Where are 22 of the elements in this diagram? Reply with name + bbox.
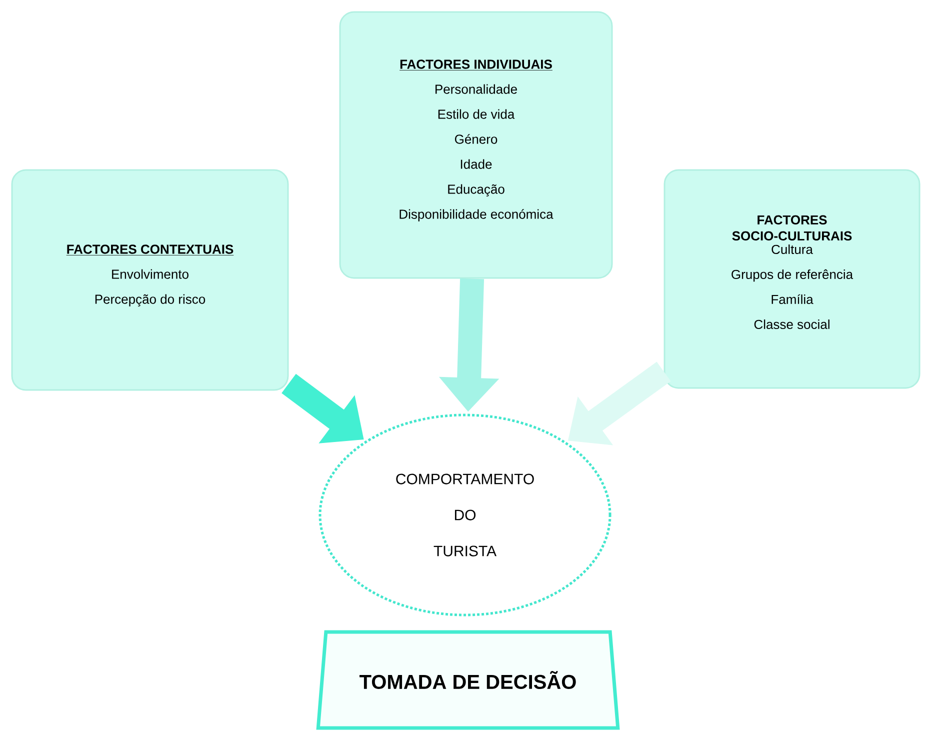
factor-item: Classe social <box>754 319 830 330</box>
factor-item: Idade <box>460 159 492 169</box>
factor-item: Cultura <box>772 244 813 254</box>
factor-item: Percepção do risco <box>95 294 206 306</box>
factor-box <box>339 11 613 279</box>
factor-item: Disponibilidade económica <box>400 209 554 222</box>
factor-item: Género <box>454 134 498 144</box>
factor-item: Personalidade <box>436 84 517 94</box>
factor-item: Educação <box>448 184 504 196</box>
dotted-ellipse <box>318 414 612 616</box>
box-heading: FACTORES INDIVIDUAIS <box>399 60 553 70</box>
factor-item: Estilo de vida <box>438 109 515 119</box>
factor-box <box>11 169 289 391</box>
box-heading: FACTORES CONTEXTUAIS <box>66 244 234 256</box>
ellipse-label: COMPORTAMENTO DO TURISTA <box>396 474 534 556</box>
decision-trapezium <box>316 630 620 730</box>
factor-box <box>664 169 920 389</box>
factor-item: Família <box>772 294 814 304</box>
factor-item: Envolvimento <box>112 269 188 279</box>
factor-item: Grupos de referência <box>732 269 854 282</box>
decision-label: TOMADA DE DECISÃO <box>360 671 576 689</box>
box-heading: FACTORES SOCIO-CULTURAIS <box>732 215 852 240</box>
